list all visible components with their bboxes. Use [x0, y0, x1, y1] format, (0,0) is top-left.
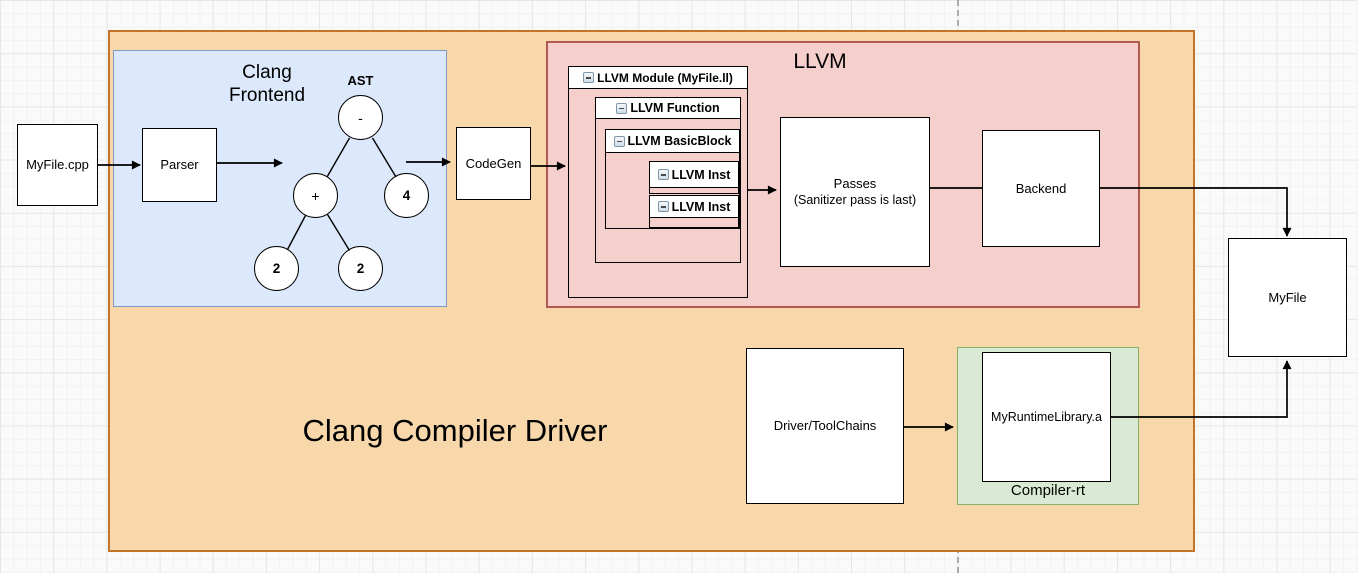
llvm-inst-1-label: LLVM Inst	[671, 167, 731, 182]
llvm-module-label: LLVM Module (MyFile.ll)	[597, 70, 733, 85]
clang-frontend-title-line1: Clang	[242, 62, 292, 83]
llvm-function-header: LLVM Function	[596, 98, 740, 119]
ast-title: AST	[347, 73, 374, 88]
node-driver-toolchains-label: Driver/ToolChains	[773, 418, 877, 433]
ast-node-four-label: 4	[402, 188, 411, 203]
ast-node-plus: +	[293, 173, 338, 218]
minus-square-icon	[657, 169, 669, 180]
minus-square-icon	[616, 102, 628, 114]
minus-square-icon	[657, 201, 669, 212]
node-backend: Backend	[982, 130, 1100, 247]
node-backend-label: Backend	[1015, 180, 1067, 196]
llvm-inst-1-header: LLVM Inst	[650, 162, 738, 188]
ast-node-four: 4	[384, 173, 429, 218]
llvm-inst-2-header: LLVM Inst	[650, 196, 738, 218]
ast-node-minus-label: -	[358, 109, 363, 126]
node-parser-label: Parser	[160, 157, 199, 172]
llvm-inst-container-1: LLVM Inst	[649, 161, 739, 194]
ast-node-two-right: 2	[338, 246, 383, 291]
ast-node-minus: -	[338, 95, 383, 140]
llvm-title: LLVM	[793, 50, 847, 73]
node-passes: Passes (Sanitizer pass is last)	[780, 117, 930, 267]
node-codegen-label: CodeGen	[465, 155, 522, 171]
llvm-function-container: LLVM Function LLVM BasicBlock LLVM Inst	[595, 97, 741, 263]
node-myruntimelibrary-label: MyRuntimeLibrary.a	[991, 410, 1102, 424]
llvm-inst-container-2: LLVM Inst	[649, 195, 739, 228]
node-myfile-label: MyFile	[1268, 289, 1307, 305]
clang-compiler-driver-title: Clang Compiler Driver	[302, 413, 608, 448]
llvm-basicblock-label: LLVM BasicBlock	[627, 134, 732, 148]
node-codegen: CodeGen	[456, 127, 531, 200]
node-myruntimelibrary: MyRuntimeLibrary.a	[982, 352, 1111, 482]
llvm-basicblock-header: LLVM BasicBlock	[606, 130, 739, 153]
node-parser: Parser	[142, 128, 217, 202]
node-passes-sublabel: (Sanitizer pass is last)	[793, 193, 917, 207]
ast-node-plus-label: +	[311, 187, 320, 204]
llvm-module-container: LLVM Module (MyFile.ll) LLVM Function LL…	[568, 66, 748, 298]
clang-frontend-title-line2: Frontend	[228, 85, 306, 106]
llvm-module-header: LLVM Module (MyFile.ll)	[569, 67, 747, 89]
ast-node-two-right-label: 2	[356, 261, 365, 276]
node-myfile: MyFile	[1228, 238, 1347, 357]
node-myfile-cpp-label: MyFile.cpp	[26, 157, 89, 172]
compiler-rt-title: Compiler-rt	[1010, 482, 1086, 499]
node-passes-label: Passes	[833, 176, 877, 191]
minus-square-icon	[583, 72, 595, 83]
clang-frontend-title: Clang Frontend	[187, 61, 347, 107]
minus-square-icon	[613, 135, 625, 147]
ast-node-two-left-label: 2	[272, 261, 281, 276]
llvm-inst-2-label: LLVM Inst	[671, 199, 731, 214]
llvm-function-label: LLVM Function	[630, 101, 720, 115]
node-myfile-cpp: MyFile.cpp	[17, 124, 98, 206]
node-driver-toolchains: Driver/ToolChains	[746, 348, 904, 504]
ast-node-two-left: 2	[254, 246, 299, 291]
llvm-basicblock-container: LLVM BasicBlock LLVM Inst LLVM Inst	[605, 129, 740, 229]
